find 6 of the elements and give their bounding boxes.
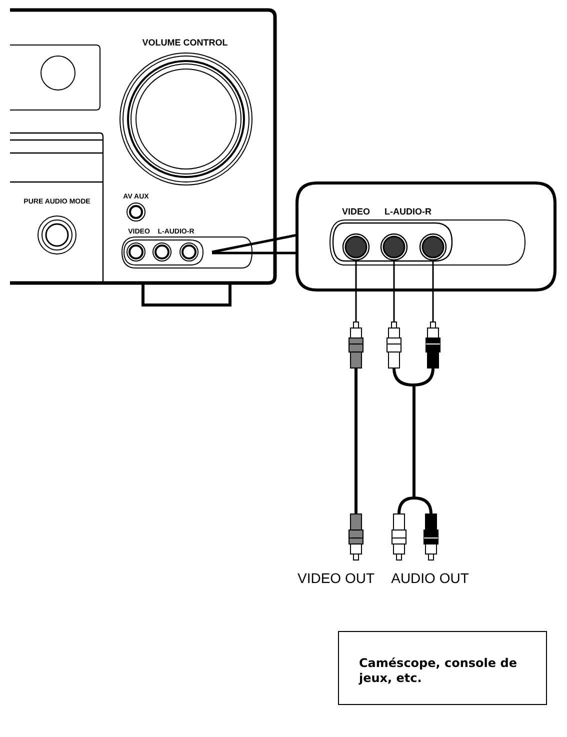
- connector-label: VIDEO OUT: [298, 571, 374, 585]
- device-box: Caméscope, console de jeux, etc.: [338, 631, 547, 705]
- connector-label: AUDIO OUT: [391, 571, 469, 585]
- panel-label: VIDEO: [342, 208, 370, 216]
- panel-label: VOLUME CONTROL: [142, 38, 228, 48]
- panel-label: L-AUDIO-R: [384, 208, 432, 216]
